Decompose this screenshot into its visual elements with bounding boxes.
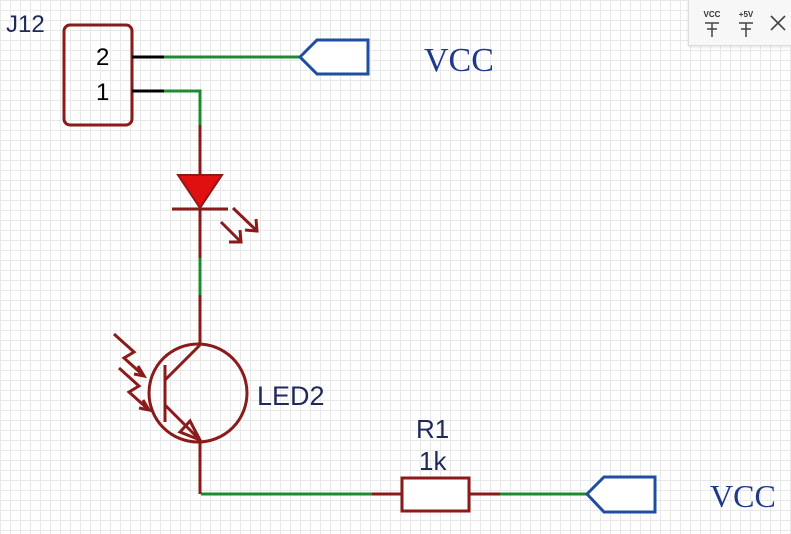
net-port-shape: [584, 475, 657, 514]
power-5v-icon: [739, 21, 753, 37]
resistor-body: [400, 476, 471, 513]
tool-vcc[interactable]: VCC: [699, 8, 725, 38]
connector-body: [62, 23, 134, 127]
net-port-label: VCC: [710, 478, 776, 514]
close-icon: [770, 14, 786, 31]
connector-ref: J12: [6, 11, 45, 38]
collector-diagonal: [163, 343, 202, 382]
resistor-r1[interactable]: R1 1k: [372, 414, 500, 513]
net-port-vcc-bottom[interactable]: VCC: [584, 475, 776, 514]
net-port-shape: [297, 38, 370, 76]
power-symbol-toolbar: VCC +5V: [688, 0, 791, 46]
pin-2-number: 2: [96, 44, 109, 71]
connector-j12[interactable]: J12 2 1: [6, 11, 164, 127]
power-vcc-icon: [705, 21, 719, 37]
wire-j12-pin1-to-led[interactable]: [163, 89, 202, 125]
close-button[interactable]: [767, 12, 789, 34]
led-emission-arrows: [219, 206, 259, 244]
light-input-arrows: [112, 332, 153, 413]
wires: [163, 55, 587, 496]
pin-1-number: 1: [96, 79, 109, 106]
tool-vcc-label: VCC: [703, 9, 721, 19]
led-symbol[interactable]: [172, 125, 259, 258]
transistor-ref: LED2: [257, 381, 325, 411]
net-port-label: VCC: [424, 42, 494, 79]
resistor-ref: R1: [416, 414, 449, 444]
emitter-diagonal: [163, 403, 202, 442]
led-triangle: [176, 174, 224, 210]
emitter-arrow: [177, 418, 204, 443]
tool-5v-label: +5V: [738, 9, 754, 19]
net-port-vcc-top[interactable]: VCC: [297, 38, 494, 79]
transistor-body: [147, 342, 249, 444]
phototransistor-led2[interactable]: LED2: [112, 295, 325, 494]
tool-5v[interactable]: +5V: [733, 8, 759, 38]
resistor-value: 1k: [419, 446, 447, 476]
